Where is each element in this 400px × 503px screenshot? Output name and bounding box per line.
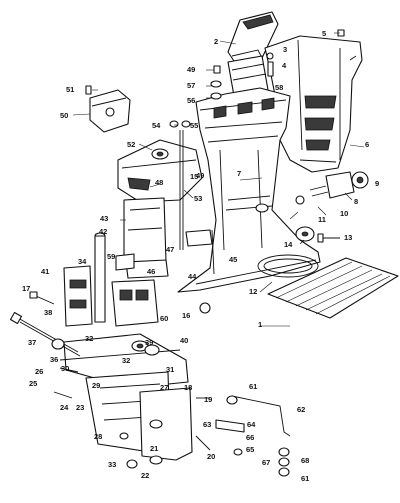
callout-24: 24 bbox=[60, 403, 69, 412]
callout-32a: 32 bbox=[85, 334, 94, 343]
callout-22: 22 bbox=[141, 471, 150, 480]
callout-65: 65 bbox=[246, 445, 255, 454]
callout-59: 59 bbox=[107, 252, 116, 261]
callout-29: 29 bbox=[92, 381, 101, 390]
callout-45: 45 bbox=[229, 255, 238, 264]
long-bolt-part bbox=[9, 311, 81, 357]
callout-20: 20 bbox=[207, 452, 216, 461]
adapter-plate-part bbox=[117, 139, 203, 279]
cover-plate-part bbox=[89, 89, 131, 133]
callout-68: 68 bbox=[301, 456, 310, 465]
callout-49a: 49 bbox=[187, 65, 196, 74]
callout-12: 12 bbox=[249, 287, 258, 296]
callout-50: 50 bbox=[60, 111, 69, 120]
side-fittings-part bbox=[295, 171, 369, 205]
callout-57: 57 bbox=[187, 81, 196, 90]
bracket-part-60 bbox=[111, 279, 159, 327]
callout-62: 62 bbox=[297, 405, 306, 414]
bushing-part bbox=[295, 226, 315, 242]
exhaust-tube-part bbox=[227, 11, 279, 97]
callout-9: 9 bbox=[375, 179, 380, 188]
callout-39: 39 bbox=[145, 338, 154, 347]
callout-16: 16 bbox=[182, 311, 191, 320]
callout-13: 13 bbox=[344, 233, 353, 242]
callout-28: 28 bbox=[94, 432, 103, 441]
callout-32b: 32 bbox=[122, 356, 131, 365]
callout-42: 42 bbox=[99, 227, 108, 236]
callout-54: 54 bbox=[152, 121, 161, 130]
clamp-bracket-part bbox=[59, 333, 193, 461]
callout-17: 17 bbox=[22, 284, 31, 293]
small-bracket-part bbox=[115, 229, 213, 271]
small-bolts-part bbox=[29, 29, 345, 469]
callout-19: 19 bbox=[204, 395, 213, 404]
exhaust-housing-part bbox=[177, 87, 321, 293]
callout-11: 11 bbox=[318, 215, 326, 224]
callout-58: 58 bbox=[275, 83, 284, 92]
callout-4: 4 bbox=[282, 61, 287, 70]
callout-41: 41 bbox=[41, 267, 50, 276]
callout-44: 44 bbox=[188, 272, 197, 281]
callout-64: 64 bbox=[247, 420, 256, 429]
callout-56: 56 bbox=[187, 96, 196, 105]
callout-33: 33 bbox=[108, 460, 117, 469]
callout-25: 25 bbox=[29, 379, 38, 388]
callout-67: 67 bbox=[262, 458, 271, 467]
callout-8: 8 bbox=[354, 197, 359, 206]
callout-52: 52 bbox=[127, 140, 136, 149]
callout-26: 26 bbox=[35, 367, 44, 376]
callout-49b: 49 bbox=[196, 171, 205, 180]
callout-1: 1 bbox=[258, 320, 263, 329]
callout-34: 34 bbox=[78, 257, 87, 266]
callout-55: 55 bbox=[190, 121, 199, 130]
callout-40: 40 bbox=[180, 336, 189, 345]
callout-46: 46 bbox=[147, 267, 156, 276]
tube-part bbox=[94, 232, 106, 323]
bracket-part-41 bbox=[63, 265, 93, 327]
callout-23: 23 bbox=[76, 403, 85, 412]
callout-30: 30 bbox=[61, 364, 70, 373]
callout-5: 5 bbox=[322, 29, 327, 38]
callout-51: 51 bbox=[66, 85, 75, 94]
callout-37: 37 bbox=[28, 338, 37, 347]
callout-47: 47 bbox=[166, 245, 175, 254]
leader-lines bbox=[72, 32, 365, 327]
callout-61a: 61 bbox=[249, 382, 258, 391]
callout-15: 15 bbox=[190, 172, 199, 181]
callout-3: 3 bbox=[283, 45, 288, 54]
callout-31: 31 bbox=[166, 365, 175, 374]
callout-7: 7 bbox=[237, 169, 242, 178]
callout-38: 38 bbox=[44, 308, 53, 317]
plate-part bbox=[267, 257, 399, 319]
callout-6: 6 bbox=[365, 140, 370, 149]
link-rod-part bbox=[215, 395, 291, 477]
callout-66: 66 bbox=[246, 433, 255, 442]
callout-63: 63 bbox=[203, 420, 212, 429]
callout-60: 60 bbox=[160, 314, 169, 323]
callout-10: 10 bbox=[340, 209, 349, 218]
callout-21: 21 bbox=[150, 444, 159, 453]
callout-2: 2 bbox=[214, 37, 219, 46]
callout-36: 36 bbox=[50, 355, 59, 364]
callout-53: 53 bbox=[194, 194, 203, 203]
callout-27: 27 bbox=[160, 383, 169, 392]
callout-18: 18 bbox=[184, 383, 193, 392]
ring-part bbox=[257, 254, 319, 278]
callout-14: 14 bbox=[284, 240, 293, 249]
callout-43: 43 bbox=[100, 214, 109, 223]
callout-48: 48 bbox=[155, 178, 164, 187]
callout-61b: 61 bbox=[301, 474, 310, 483]
